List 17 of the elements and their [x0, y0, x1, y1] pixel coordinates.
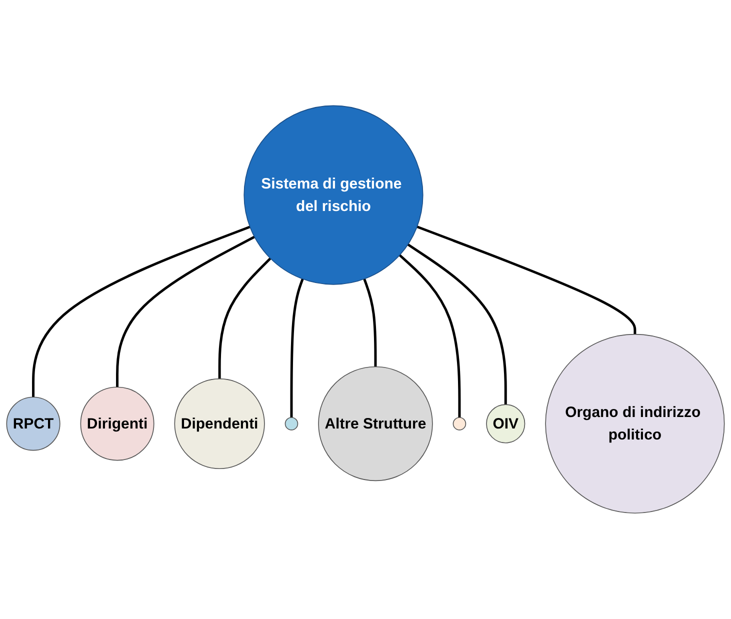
node-circle: OIV [486, 404, 526, 444]
node-circle: Altre Strutture [318, 366, 433, 482]
connector [416, 226, 636, 334]
connector [398, 254, 461, 418]
connector [290, 278, 304, 418]
connector [363, 278, 377, 367]
node-circle: RPCT [6, 396, 60, 451]
node-circle: Dipendenti [174, 378, 265, 470]
node-circle: Organo di indirizzo politico [545, 334, 725, 514]
connector [218, 258, 272, 379]
node-circle: Sistema di gestione del rischio [244, 105, 424, 285]
node-circle [452, 417, 466, 430]
connector [32, 226, 250, 398]
node-circle: Dirigenti [80, 386, 154, 461]
connector [116, 236, 256, 388]
node-circle [284, 417, 298, 430]
connector [407, 244, 507, 405]
